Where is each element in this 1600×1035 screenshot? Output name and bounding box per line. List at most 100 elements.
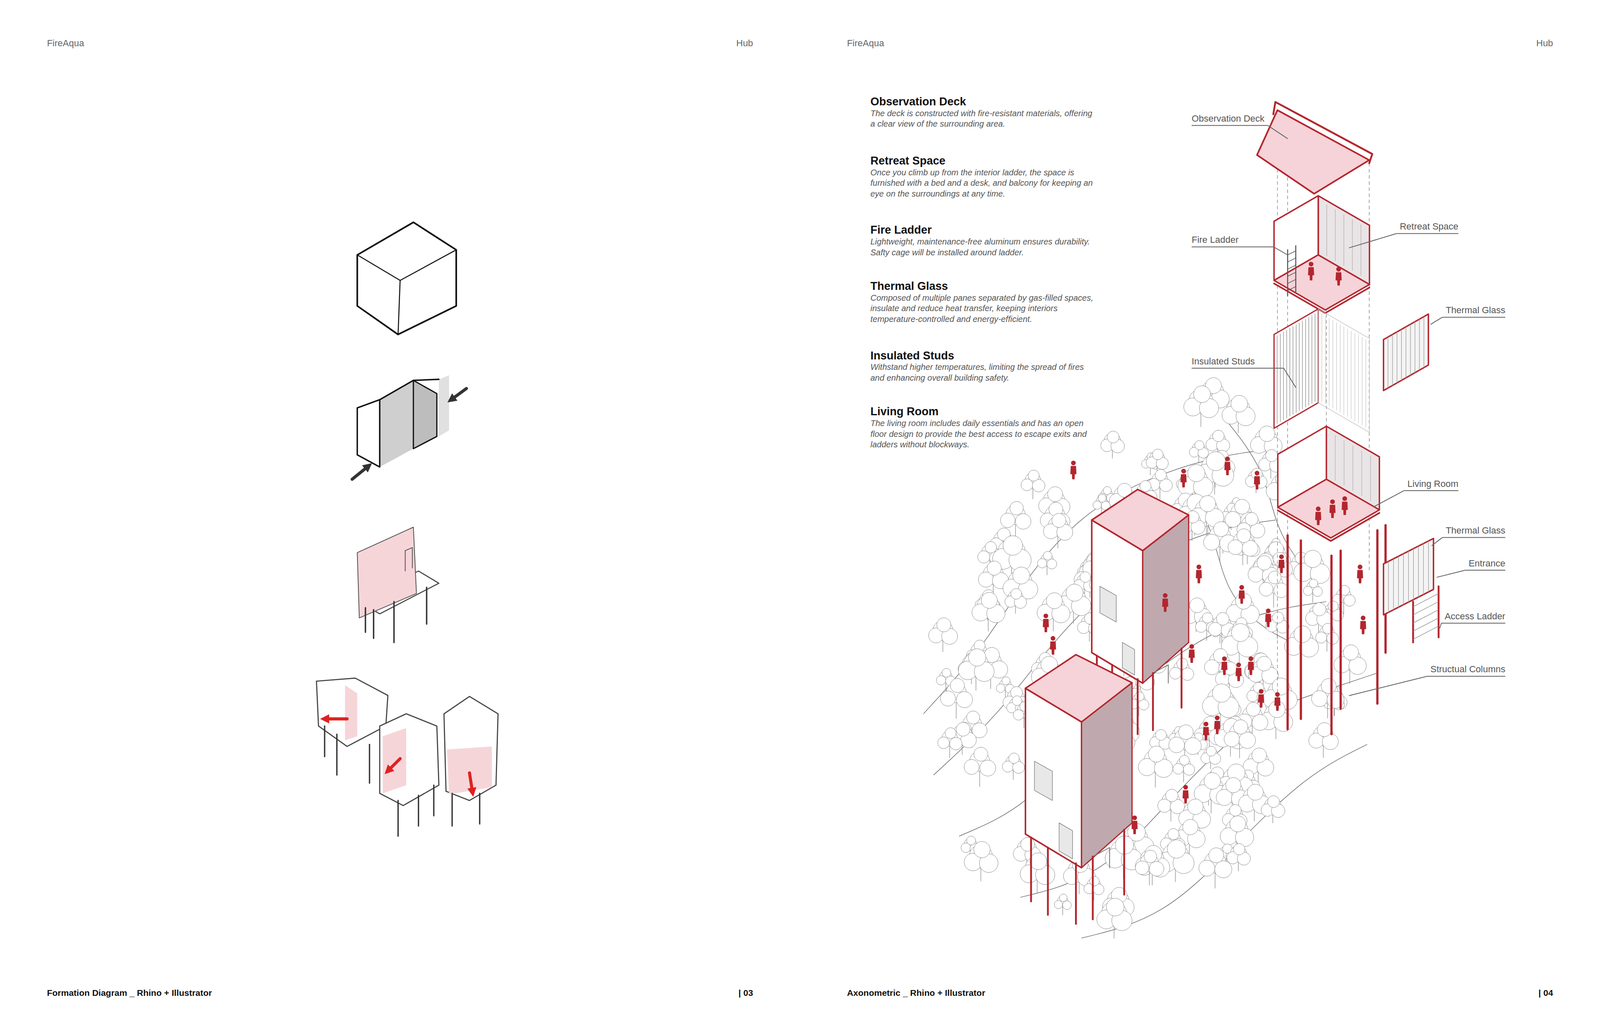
person bbox=[1235, 662, 1242, 682]
floor-edge bbox=[1274, 283, 1370, 314]
person-body bbox=[1235, 668, 1242, 682]
unit-outline bbox=[444, 696, 499, 801]
house-roof bbox=[1025, 655, 1133, 723]
leader-line bbox=[1373, 490, 1404, 508]
glass-mullion bbox=[1387, 337, 1389, 388]
stud bbox=[1314, 314, 1315, 403]
stud bbox=[1325, 316, 1326, 405]
tree-crown bbox=[1103, 486, 1112, 495]
stud bbox=[1328, 318, 1330, 407]
tree bbox=[1037, 592, 1070, 632]
tree-crown bbox=[1293, 625, 1311, 643]
person bbox=[1329, 499, 1336, 519]
tree bbox=[948, 722, 977, 755]
glass-mullion bbox=[1408, 551, 1409, 603]
tree-crown bbox=[1234, 499, 1250, 515]
tree-crown bbox=[942, 668, 951, 678]
stud bbox=[1286, 330, 1287, 419]
structural-column bbox=[1152, 673, 1154, 731]
tree-crown bbox=[1259, 426, 1275, 443]
glass-mullion bbox=[1423, 543, 1424, 595]
stud bbox=[1347, 329, 1348, 418]
leader-line bbox=[1441, 622, 1506, 624]
person-body bbox=[1195, 570, 1203, 584]
tree-trunk bbox=[955, 703, 957, 719]
insulated-studs bbox=[1274, 309, 1370, 433]
tree-trunk bbox=[1219, 547, 1220, 563]
stair bbox=[1152, 665, 1169, 684]
person-head bbox=[1222, 656, 1227, 662]
tree bbox=[1224, 720, 1256, 759]
tree-crown bbox=[977, 550, 990, 564]
tree bbox=[1222, 395, 1256, 433]
person bbox=[1278, 554, 1285, 574]
person-head bbox=[1203, 722, 1209, 727]
section-heading: Living Room bbox=[870, 405, 939, 419]
tree-crown bbox=[1259, 582, 1273, 597]
tree-crown bbox=[1317, 722, 1332, 738]
tree-trunk bbox=[1062, 907, 1063, 916]
wall-stud bbox=[1370, 455, 1371, 501]
pink-wall bbox=[345, 685, 358, 741]
tree-trunk bbox=[1138, 707, 1140, 717]
cube-outline bbox=[357, 222, 456, 335]
tree-trunk bbox=[1057, 535, 1058, 549]
stud bbox=[1358, 335, 1359, 424]
person bbox=[1238, 585, 1245, 605]
tree-crown bbox=[1265, 449, 1278, 462]
tree-trunk bbox=[1046, 566, 1048, 575]
structural-column bbox=[1330, 555, 1333, 735]
person-head bbox=[1265, 608, 1271, 614]
tree-crown bbox=[1212, 684, 1231, 703]
tree-crown bbox=[1321, 678, 1337, 694]
tree-crown bbox=[1013, 710, 1024, 721]
tree-trunk bbox=[1312, 593, 1313, 603]
pushed-face bbox=[438, 375, 449, 437]
section-heading: Insulated Studs bbox=[870, 349, 955, 363]
glass-mullion bbox=[1413, 548, 1414, 600]
tree-crown bbox=[1272, 612, 1284, 624]
glass-mullion bbox=[1428, 541, 1429, 593]
tree bbox=[1308, 722, 1339, 758]
tree-crown bbox=[1206, 451, 1226, 471]
person bbox=[1335, 267, 1342, 286]
push-arrow bbox=[324, 717, 348, 721]
ladder-rung bbox=[1412, 626, 1439, 640]
tree-crown bbox=[968, 649, 986, 667]
leg bbox=[368, 744, 370, 784]
tree-crown bbox=[1202, 612, 1213, 624]
door bbox=[1059, 823, 1073, 860]
room-module bbox=[1277, 426, 1380, 541]
tree-crown bbox=[1155, 469, 1167, 481]
glass-mullion bbox=[1410, 324, 1411, 376]
tree-crown bbox=[1168, 737, 1185, 754]
callout-label: Structual Columns bbox=[1429, 664, 1507, 675]
tree-crown bbox=[1172, 763, 1184, 775]
tree-crown bbox=[1152, 449, 1164, 460]
stud bbox=[1295, 325, 1297, 413]
tree bbox=[1135, 845, 1170, 886]
tree-crown bbox=[1148, 746, 1165, 763]
section-body: Composed of multiple panes separated by … bbox=[870, 292, 1098, 325]
pushed-outline bbox=[413, 380, 437, 449]
wall-stud bbox=[1326, 205, 1328, 256]
ladder-rung bbox=[1412, 610, 1439, 624]
person bbox=[1195, 565, 1203, 584]
tree-crown bbox=[1178, 725, 1194, 740]
tree bbox=[1083, 876, 1104, 901]
trees bbox=[928, 377, 1367, 939]
tree-crown bbox=[1080, 572, 1091, 583]
person bbox=[1265, 608, 1272, 628]
tree bbox=[928, 617, 958, 652]
person-body bbox=[1070, 466, 1077, 480]
tree bbox=[1198, 848, 1232, 889]
glass-mullion bbox=[1405, 327, 1407, 378]
person bbox=[1188, 644, 1195, 664]
person-body bbox=[1131, 821, 1138, 835]
person-head bbox=[1050, 636, 1056, 641]
stud bbox=[1289, 328, 1290, 417]
wall-stud bbox=[1335, 435, 1336, 481]
door bbox=[405, 547, 413, 572]
wall-stud bbox=[1352, 219, 1353, 271]
leg bbox=[417, 795, 420, 827]
